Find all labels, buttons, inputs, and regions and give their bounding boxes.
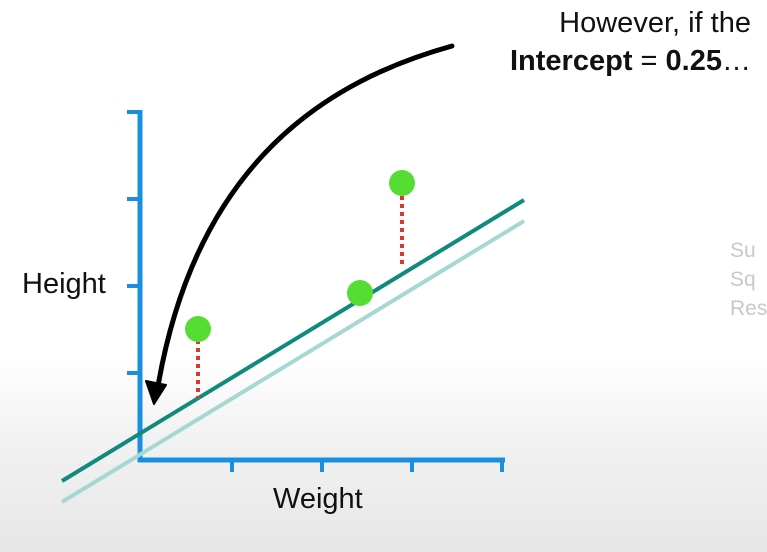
caption-line-2: Intercept = 0.25… [451,42,751,80]
intercept-fit-line [60,198,526,483]
curved-arrow [154,43,455,395]
ellipsis: … [722,45,751,77]
x-axis-label: Weight [273,483,363,515]
partial-text-line: Res [730,297,767,320]
partial-text-line: Su [730,239,756,262]
data-point [185,316,211,342]
original-fit-line [60,219,526,504]
caption: However, if the Intercept = 0.25… [451,4,751,80]
data-point [389,170,415,196]
partial-text-line: Sq [730,268,756,291]
data-point [347,280,373,306]
intercept-value: 0.25 [665,45,722,77]
partial-side-text: Su Sq Res [730,236,767,323]
equals-sign: = [632,45,666,77]
arrow-head-icon [145,380,167,405]
caption-line-1: However, if the [559,7,751,39]
intercept-label: Intercept [510,45,633,77]
y-axis-label: Height [22,268,106,300]
